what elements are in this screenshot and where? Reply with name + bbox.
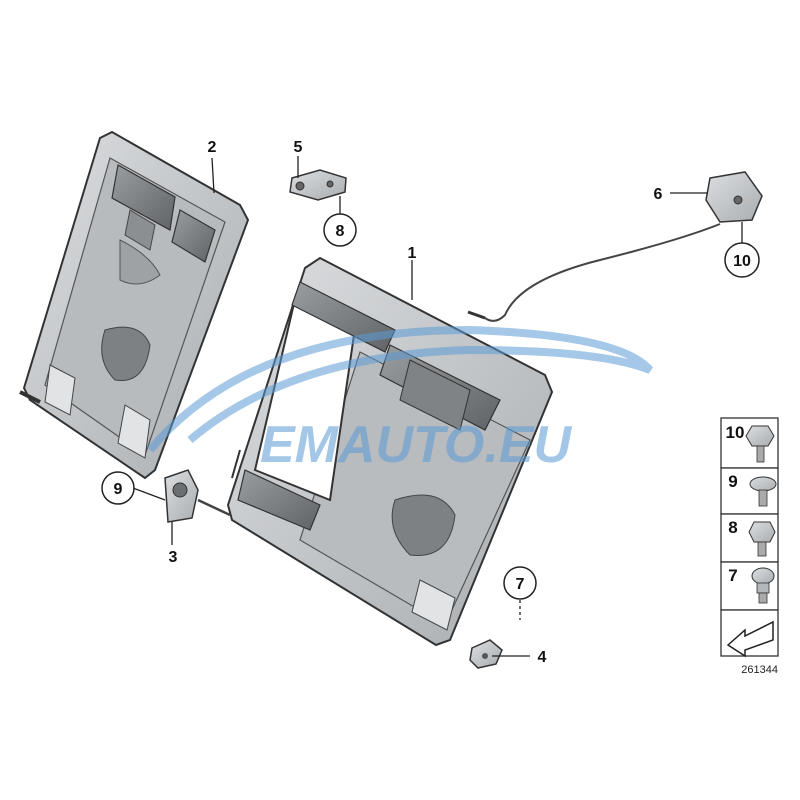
torx-stud-bolt-icon <box>751 567 775 604</box>
view-arrow-icon <box>726 620 774 658</box>
callouts: 1 2 3 4 5 6 7 8 9 10 <box>101 139 760 666</box>
callout-8-circle <box>323 213 357 247</box>
callout-8: 8 <box>336 223 345 240</box>
part-3-hinge <box>164 469 231 523</box>
backrest-frame-left <box>19 130 250 480</box>
callout-6: 6 <box>654 186 663 203</box>
callout-7: 7 <box>516 576 525 593</box>
callout-7-circle <box>503 566 537 600</box>
callout-3: 3 <box>169 549 178 566</box>
part-5-bracket <box>289 169 347 201</box>
callout-10-circle <box>724 242 760 278</box>
callout-9: 9 <box>114 481 123 498</box>
callout-1: 1 <box>408 245 417 262</box>
callout-2: 2 <box>208 139 217 156</box>
legend-number-7: 7 <box>728 566 737 585</box>
part-4-bracket <box>469 639 503 669</box>
torx-screw-icon <box>749 476 777 507</box>
legend-number-9: 9 <box>728 472 737 491</box>
fastener-legend: 10 9 8 7 261344 <box>720 417 779 676</box>
callout-5: 5 <box>294 139 303 156</box>
part-6-lock <box>467 171 763 322</box>
legend-cell-9 <box>720 467 779 515</box>
hex-bolt-icon <box>748 521 776 557</box>
watermark-text: EMAUTO.EU <box>260 416 573 474</box>
diagram-id: 261344 <box>741 664 778 676</box>
legend-number-8: 8 <box>728 518 737 537</box>
watermark: EMAUTO.EU <box>146 325 654 474</box>
leader-lines <box>132 156 743 657</box>
callout-9-circle <box>101 471 135 505</box>
callout-4: 4 <box>538 649 547 666</box>
legend-number-10: 10 <box>726 423 745 442</box>
hex-flange-bolt-icon <box>745 425 775 463</box>
callout-10: 10 <box>733 253 751 270</box>
